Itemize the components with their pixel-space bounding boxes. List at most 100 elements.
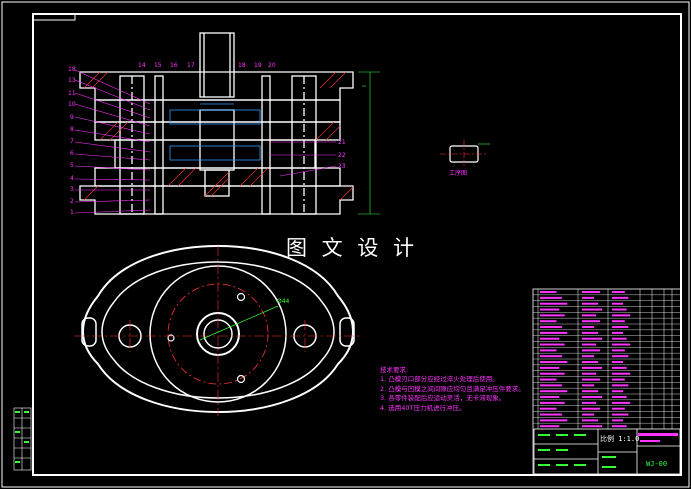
parts-list-cell-text: [612, 296, 629, 299]
svg-text:21: 21: [338, 139, 346, 146]
parts-list-cell-text: [540, 413, 562, 416]
parts-list-cell-text: [612, 378, 625, 381]
right-leader-lines: [270, 141, 337, 177]
parts-list-cell-text: [540, 390, 568, 393]
parts-list-cell-text: [540, 343, 565, 346]
parts-list-cell-text: [540, 378, 557, 381]
parts-list-cell-text: [612, 366, 627, 369]
parts-list-cell-text: [540, 396, 560, 399]
corner-tab: [32, 13, 76, 21]
parts-list-cell-text: [582, 349, 600, 352]
parts-list-cell-text: [582, 308, 602, 311]
parts-list-cell-text: [540, 308, 560, 311]
parts-list-cell-text: [540, 355, 562, 358]
parts-list-cell-text: [612, 361, 623, 364]
workpiece-detail: [440, 140, 490, 166]
parts-list-cell-text: [582, 401, 597, 404]
parts-list-cell-text: [582, 337, 602, 340]
parts-list-cell-text: [582, 331, 599, 334]
parts-list-cell-text: [612, 331, 623, 334]
technical-requirements: 技术要求: 1. 凸模刃口部分应经过淬火处理后使用。 2. 凸模与凹模之间间隙应…: [380, 366, 540, 413]
punch-detail: [169, 103, 261, 161]
technical-requirement-item: 3. 各零件装配后应运动灵活，无卡滞现象。: [380, 394, 506, 403]
left-margin-table: [13, 407, 32, 471]
svg-text:19: 19: [254, 62, 262, 69]
title-block-drawing-number: WJ-00: [646, 460, 668, 468]
svg-text:8: 8: [70, 126, 74, 133]
parts-list-cell-text: [582, 355, 595, 358]
parts-list-cell-text: [540, 326, 562, 329]
parts-list-cell-text: [612, 349, 625, 352]
parts-list-cell-text: [582, 291, 600, 294]
parts-list-cell-text: [540, 366, 560, 369]
svg-text:20: 20: [268, 62, 276, 69]
svg-text:18: 18: [238, 62, 246, 69]
title-block-ratio: 比例 1:1.0: [600, 435, 640, 443]
parts-list-cell-text: [612, 425, 627, 428]
parts-list-cell-text: [612, 308, 627, 311]
svg-text:16: 16: [170, 62, 178, 69]
parts-list-cell-text: [582, 413, 595, 416]
drawing-frame: [32, 13, 682, 476]
parts-list-cell-text: [612, 320, 625, 323]
parts-list-cell-text: [582, 326, 595, 329]
parts-list-cell-text: [582, 343, 597, 346]
svg-text:11: 11: [68, 90, 76, 97]
section-view: [79, 32, 354, 215]
parts-list-cell-text: [540, 296, 562, 299]
parts-list-cell-text: [540, 384, 562, 387]
parts-list-cell-text: [612, 291, 625, 294]
technical-requirement-item: 1. 凸模刃口部分应经过淬火处理后使用。: [380, 375, 499, 384]
parts-list-cell-text: [612, 337, 627, 340]
technical-requirement-item: 4. 选用40T压力机进行冲压。: [380, 403, 466, 412]
parts-list-cell-text: [582, 314, 597, 317]
svg-text:5: 5: [70, 162, 74, 169]
svg-text:14: 14: [138, 62, 146, 69]
svg-text:9: 9: [70, 114, 74, 121]
title-block-marks: [638, 433, 678, 442]
parts-list-cell-text: [582, 320, 600, 323]
technical-requirement-item: 2. 凸模与凹模之间间隙应均匀且满足冲压件要求。: [380, 384, 525, 393]
left-leader-lines: [74, 69, 151, 214]
parts-list-cell-text: [612, 407, 625, 410]
parts-list-cell-text: [540, 372, 565, 375]
height-dimension: [358, 71, 380, 215]
svg-text:18: 18: [68, 66, 76, 73]
parts-list-cell-text: [540, 407, 557, 410]
parts-list-cell-text: [582, 366, 602, 369]
svg-text:3: 3: [70, 186, 74, 193]
parts-list-cell-text: [582, 384, 595, 387]
svg-text:1: 1: [70, 209, 74, 216]
parts-list-cell-text: [582, 302, 599, 305]
parts-list-cell-text: [582, 396, 602, 399]
parts-list-cell-text: [612, 384, 629, 387]
parts-list-cell-text: [582, 425, 602, 428]
parts-list-cell-text: [612, 396, 627, 399]
parts-list-cell-text: [612, 314, 631, 317]
parts-list-cell-text: [582, 419, 599, 422]
parts-list-cell-text: [540, 302, 568, 305]
parts-list-cell-text: [612, 302, 623, 305]
watermark: 图 文 设 计: [286, 236, 419, 260]
svg-text:13: 13: [68, 77, 76, 84]
technical-requirements-title: 技术要求:: [380, 366, 409, 374]
parts-list-cell-text: [540, 425, 560, 428]
parts-list-cell-text: [540, 337, 560, 340]
parts-list-cell-text: [582, 390, 599, 393]
parts-list-cell-text: [540, 320, 557, 323]
parts-list-rows: [533, 291, 681, 428]
parts-list-cell-text: [582, 361, 599, 364]
parts-list-cell-text: [582, 296, 595, 299]
parts-list-cell-text: [540, 331, 568, 334]
parts-list-cell-text: [540, 349, 557, 352]
svg-text:7: 7: [70, 138, 74, 145]
svg-text:22: 22: [338, 152, 346, 159]
svg-text:2: 2: [70, 198, 74, 205]
parts-list-cell-text: [540, 419, 568, 422]
title-block-green: [538, 434, 616, 468]
parts-list-cell-text: [540, 314, 565, 317]
section-view-label: 工序图: [449, 170, 468, 177]
